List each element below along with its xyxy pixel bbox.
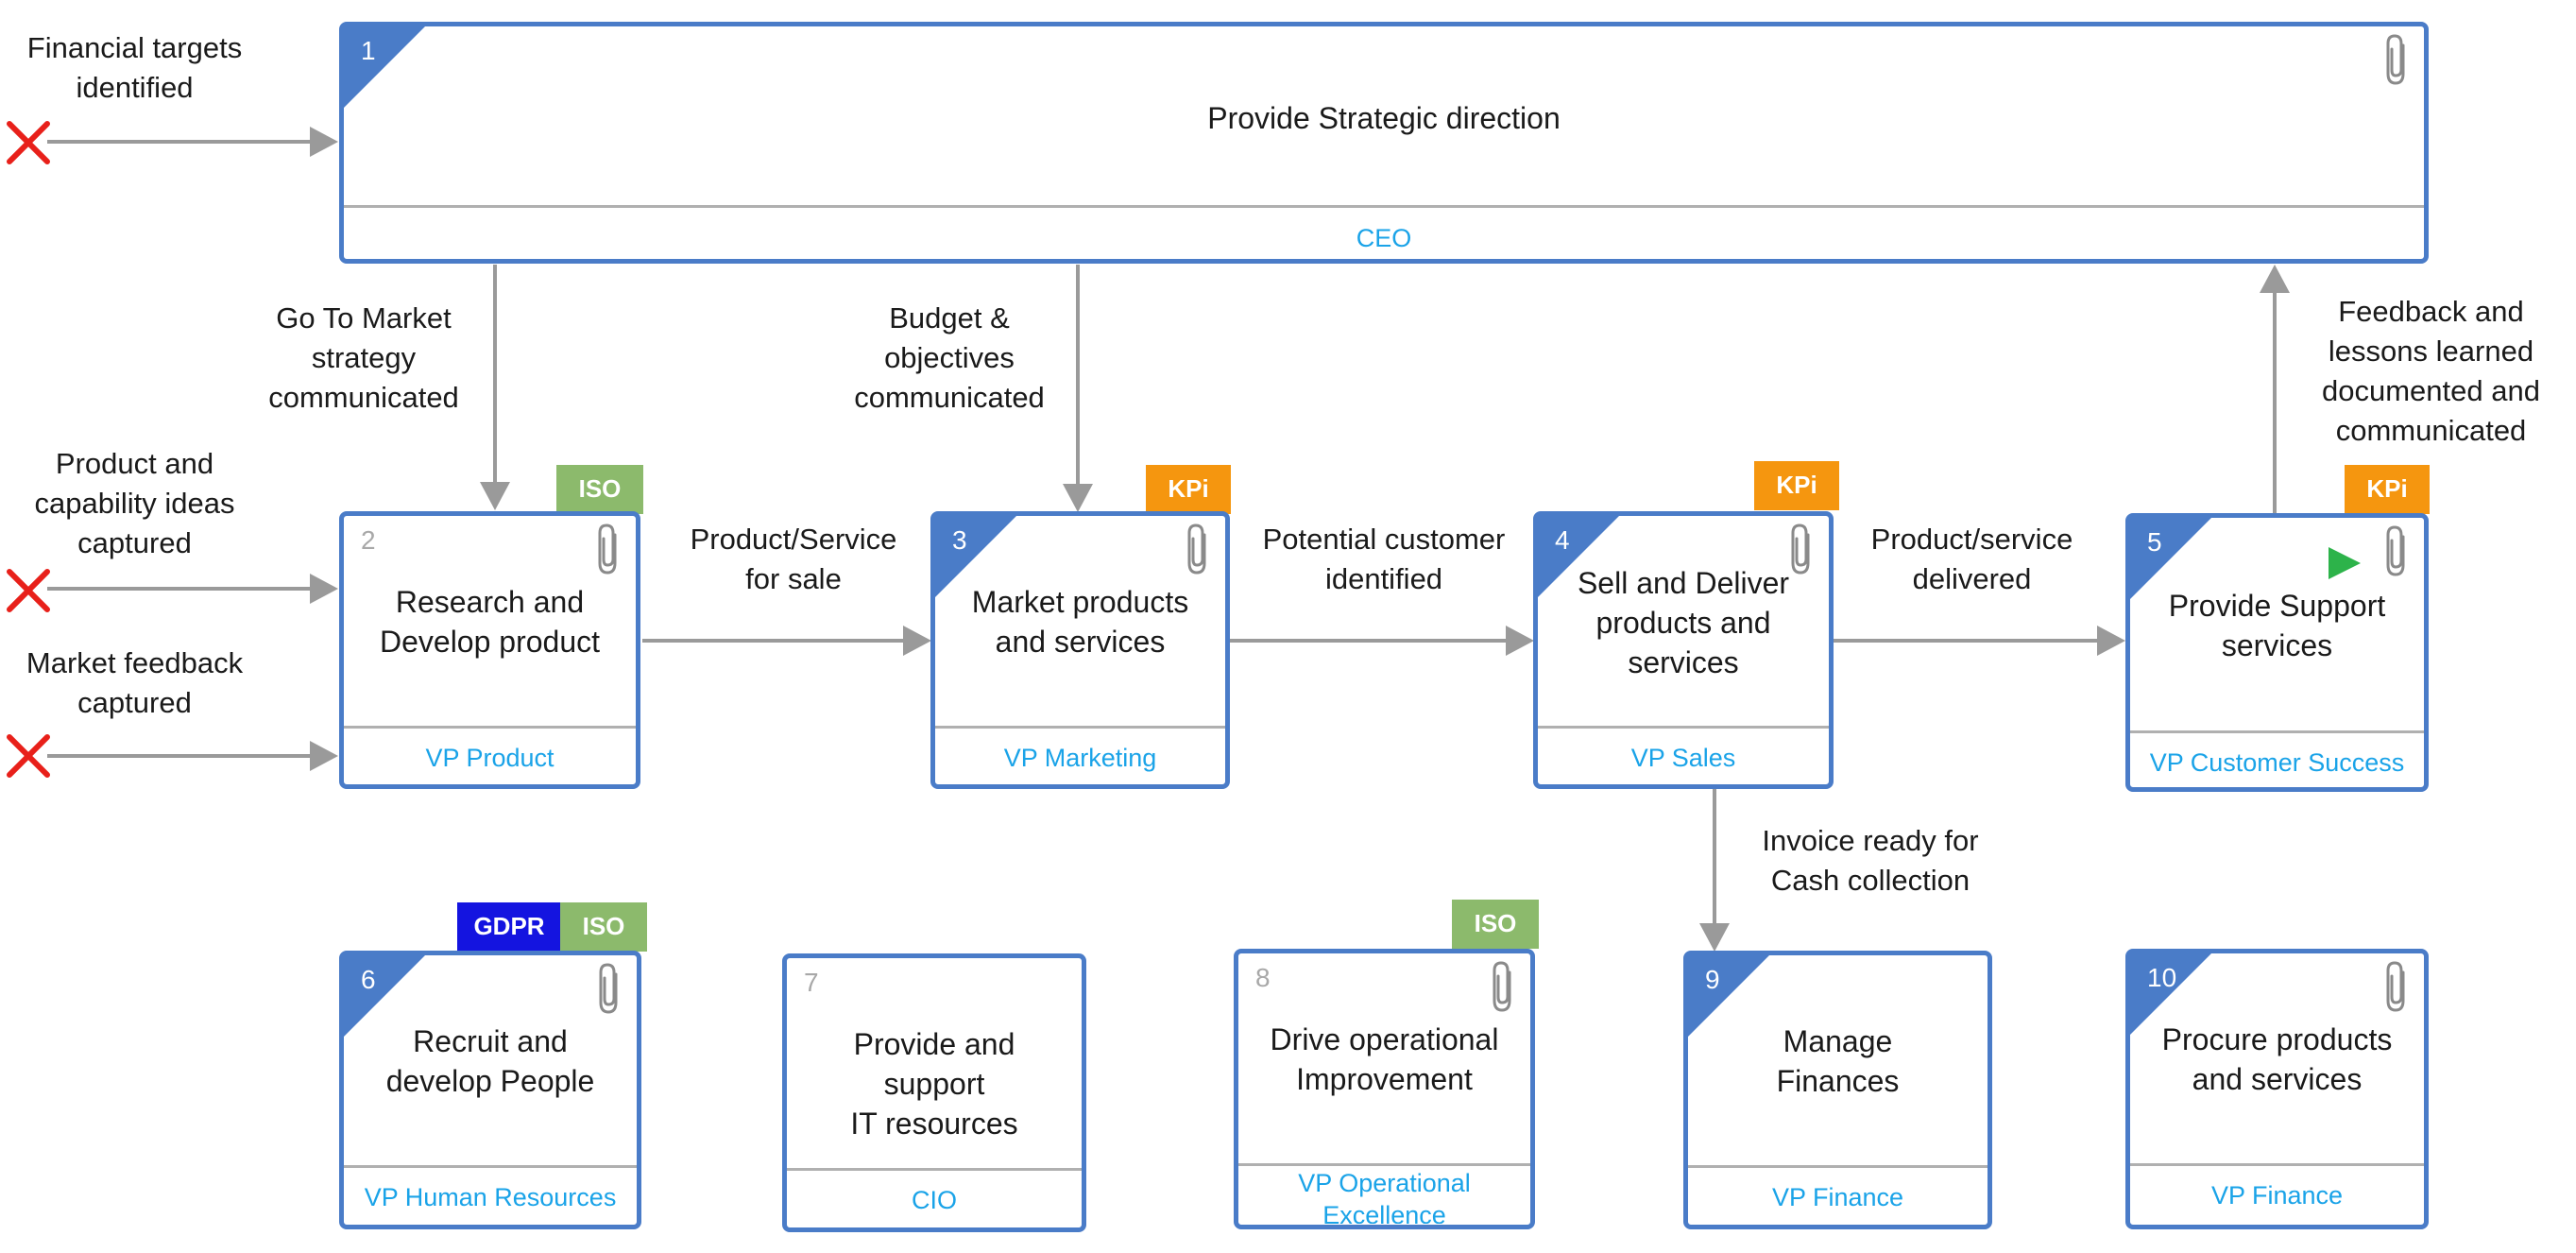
process-owner[interactable]: CIO bbox=[911, 1186, 957, 1214]
process-owner[interactable]: VP Marketing bbox=[1003, 744, 1157, 772]
process-title: Drive operational Improvement bbox=[1270, 1022, 1499, 1096]
process-owner[interactable]: VP Sales bbox=[1630, 744, 1736, 772]
process-box-7[interactable]: 7 Provide and support IT resources CIO bbox=[782, 953, 1086, 1232]
arrowhead-icon bbox=[1506, 626, 1534, 656]
iso-badge[interactable]: ISO bbox=[556, 465, 643, 514]
kpi-badge[interactable]: KPi bbox=[1146, 465, 1231, 514]
process-owner[interactable]: VP Operational Excellence bbox=[1298, 1169, 1471, 1224]
process-title: Procure products and services bbox=[2161, 1022, 2393, 1096]
arrowhead-icon bbox=[310, 741, 338, 771]
process-number: 6 bbox=[361, 965, 376, 994]
box-divider bbox=[344, 726, 636, 729]
paperclip-icon[interactable] bbox=[1485, 959, 1523, 1016]
box-divider bbox=[344, 1165, 637, 1168]
process-owner[interactable]: CEO bbox=[1356, 224, 1412, 252]
play-icon[interactable] bbox=[2326, 544, 2363, 582]
box-divider bbox=[344, 205, 2424, 208]
iso-badge[interactable]: ISO bbox=[1452, 900, 1539, 949]
process-title: Market products and services bbox=[971, 585, 1189, 659]
process-box-8[interactable]: 8 Drive operational Improvement VP Opera… bbox=[1234, 949, 1535, 1229]
box-divider bbox=[2130, 1163, 2424, 1166]
process-owner[interactable]: VP Finance bbox=[2210, 1181, 2344, 1210]
box-divider bbox=[1238, 1163, 1530, 1166]
process-box-6[interactable]: 6 Recruit and develop People VP Human Re… bbox=[339, 951, 641, 1229]
cross-icon bbox=[7, 734, 50, 778]
arrowhead-icon bbox=[2260, 265, 2290, 293]
box-corner bbox=[1537, 515, 1620, 598]
arrowhead-icon bbox=[1699, 923, 1730, 952]
process-owner[interactable]: VP Product bbox=[425, 744, 554, 772]
process-number: 3 bbox=[952, 525, 967, 555]
process-title: Provide Strategic direction bbox=[1207, 101, 1561, 135]
paperclip-icon[interactable] bbox=[2379, 32, 2416, 89]
cross-icon bbox=[7, 121, 50, 164]
process-title: Sell and Deliver products and services bbox=[1577, 566, 1790, 679]
process-number: 8 bbox=[1255, 963, 1271, 992]
box-corner bbox=[934, 515, 1017, 598]
box-corner bbox=[343, 26, 426, 109]
box-corner bbox=[343, 954, 426, 1038]
arrowhead-icon bbox=[903, 626, 931, 656]
flow-label-potential-customer: Potential customer identified bbox=[1262, 523, 1506, 595]
arrowhead-icon bbox=[1063, 484, 1093, 512]
box-divider bbox=[1538, 726, 1829, 729]
process-owner[interactable]: VP Finance bbox=[1771, 1183, 1904, 1211]
paperclip-icon[interactable] bbox=[1180, 522, 1218, 578]
paperclip-icon[interactable] bbox=[1783, 522, 1821, 578]
box-divider bbox=[1688, 1165, 1987, 1168]
process-title: Recruit and develop People bbox=[385, 1024, 595, 1098]
flow-label-financial-targets: Financial targets identified bbox=[26, 31, 243, 104]
process-box-10[interactable]: 10 Procure products and services VP Fina… bbox=[2125, 949, 2429, 1229]
process-number: 4 bbox=[1555, 525, 1570, 555]
kpi-badge[interactable]: KPi bbox=[1754, 461, 1839, 510]
process-number: 5 bbox=[2147, 527, 2162, 557]
box-divider bbox=[2130, 730, 2424, 733]
paperclip-icon[interactable] bbox=[590, 522, 628, 578]
process-number: 2 bbox=[361, 525, 376, 555]
process-title: Manage Finances bbox=[1776, 1024, 1900, 1098]
process-box-5[interactable]: 5 Provide Support services VP Customer S… bbox=[2125, 513, 2429, 792]
paperclip-icon[interactable] bbox=[591, 961, 629, 1018]
process-number: 9 bbox=[1705, 965, 1720, 994]
process-title: Research and Develop product bbox=[379, 585, 601, 659]
flow-label-invoice-ready: Invoice ready for Cash collection bbox=[1762, 824, 1979, 897]
flow-label-feedback-lessons: Feedback and lessons learned documented … bbox=[2322, 295, 2540, 447]
flow-label-product-delivered: Product/service delivered bbox=[1870, 523, 2073, 595]
paperclip-icon[interactable] bbox=[2379, 524, 2416, 580]
box-divider bbox=[935, 726, 1225, 729]
box-corner bbox=[2129, 953, 2212, 1036]
process-box-4[interactable]: 4 Sell and Deliver products and services… bbox=[1533, 511, 1834, 789]
flow-label-go-to-market: Go To Market strategy communicated bbox=[268, 301, 459, 414]
process-title: Provide Support services bbox=[2168, 589, 2386, 662]
arrowhead-icon bbox=[310, 574, 338, 604]
kpi-badge[interactable]: KPi bbox=[2345, 465, 2430, 514]
process-title: Provide and support IT resources bbox=[850, 1027, 1018, 1141]
flow-label-product-ideas: Product and capability ideas captured bbox=[34, 447, 235, 559]
gdpr-badge[interactable]: GDPR bbox=[457, 902, 561, 952]
box-corner bbox=[2129, 517, 2212, 600]
process-number: 7 bbox=[804, 968, 819, 997]
flow-label-product-for-sale: Product/Service for sale bbox=[690, 523, 897, 595]
arrowhead-icon bbox=[2097, 626, 2125, 656]
cross-icon bbox=[7, 569, 50, 612]
process-box-1[interactable]: 1 Provide Strategic direction CEO bbox=[339, 22, 2429, 264]
iso-badge[interactable]: ISO bbox=[560, 902, 647, 952]
flow-label-market-feedback: Market feedback captured bbox=[26, 646, 244, 719]
box-corner bbox=[1687, 954, 1770, 1038]
box-divider bbox=[787, 1168, 1082, 1171]
arrowhead-icon bbox=[480, 482, 510, 510]
process-number: 1 bbox=[361, 36, 376, 65]
process-number: 10 bbox=[2147, 963, 2177, 992]
paperclip-icon[interactable] bbox=[2379, 959, 2416, 1016]
process-owner[interactable]: VP Human Resources bbox=[364, 1183, 617, 1211]
process-owner[interactable]: VP Customer Success bbox=[2149, 748, 2405, 777]
flow-label-budget: Budget & objectives communicated bbox=[854, 301, 1045, 414]
process-box-2[interactable]: 2 Research and Develop product VP Produc… bbox=[339, 511, 640, 789]
arrowhead-icon bbox=[310, 127, 338, 157]
process-box-3[interactable]: 3 Market products and services VP Market… bbox=[930, 511, 1230, 789]
process-box-9[interactable]: 9 Manage Finances VP Finance bbox=[1683, 951, 1992, 1229]
